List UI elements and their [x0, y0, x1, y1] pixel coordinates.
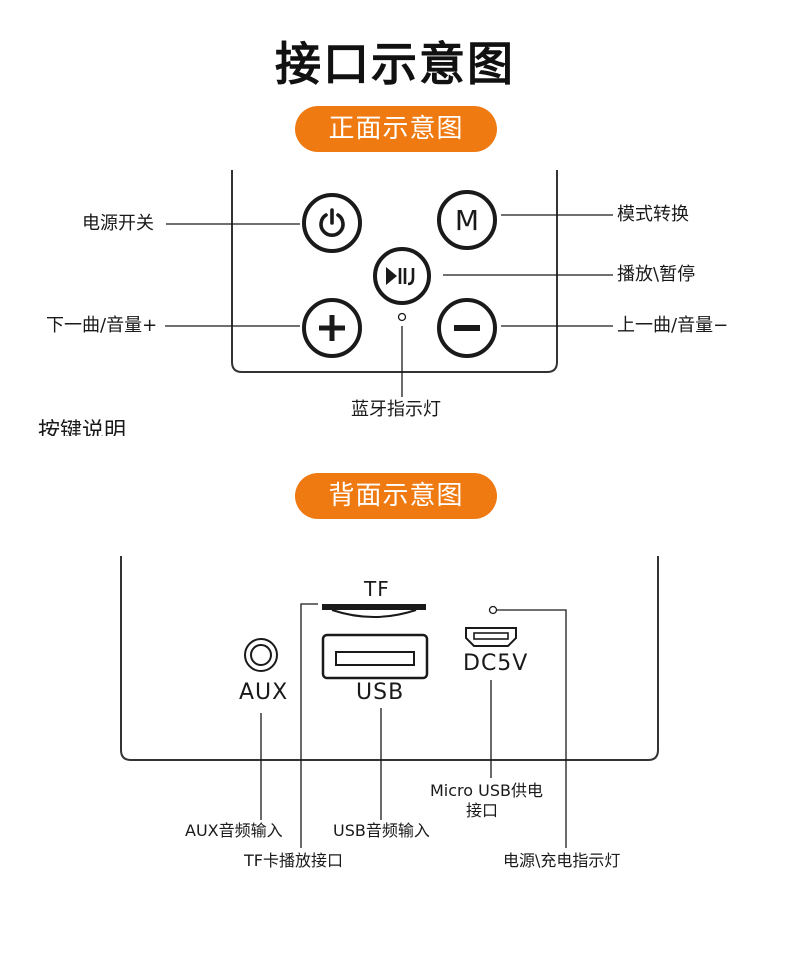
plus-icon	[319, 315, 345, 341]
label-power: 电源开关	[82, 213, 154, 234]
aux-jack-inner	[250, 644, 272, 666]
tf-text: TF	[364, 577, 390, 601]
minus-icon	[454, 325, 480, 331]
label-micro-usb-line1: Micro USB供电	[430, 781, 543, 800]
power-button	[302, 193, 362, 253]
label-usb-input: USB音频输入	[333, 821, 430, 840]
label-aux-input: AUX音频输入	[185, 821, 283, 840]
label-power-led: 电源\充电指示灯	[503, 851, 621, 870]
power-icon	[319, 208, 345, 237]
label-micro-usb-line2: 接口	[466, 801, 499, 820]
label-prev-vol-down: 上一曲/音量−	[617, 315, 729, 336]
back-device-outline	[120, 556, 659, 761]
label-tf-port: TF卡播放接口	[244, 851, 343, 870]
play-pause-icon	[386, 267, 415, 286]
leader-tf	[300, 603, 318, 848]
volume-up-button	[302, 298, 362, 358]
back-heading: 背面示意图	[295, 473, 497, 519]
play-pause-button	[373, 247, 431, 305]
power-led	[488, 605, 498, 615]
label-mode: 模式转换	[617, 204, 689, 225]
section-subtitle-cut: 按键说明	[38, 419, 127, 436]
bt-led	[397, 312, 407, 322]
volume-down-button	[437, 298, 497, 358]
aux-text: AUX	[239, 680, 289, 705]
usb-text: USB	[356, 680, 405, 705]
front-heading: 正面示意图	[295, 106, 497, 152]
tf-slot-curve	[331, 609, 417, 618]
page-title: 接口示意图	[275, 37, 515, 91]
leader-power-led	[497, 609, 567, 848]
mode-icon: M	[454, 203, 480, 237]
dc-text: DC5V	[463, 651, 529, 676]
label-play-pause: 播放\暂停	[617, 264, 696, 285]
label-next-vol-up: 下一曲/音量+	[46, 315, 158, 336]
usb-port-tongue	[335, 651, 415, 666]
mode-button: M	[437, 190, 497, 250]
label-bluetooth-led: 蓝牙指示灯	[351, 399, 441, 420]
front-device-outline	[231, 170, 558, 373]
tf-slot-bar	[322, 604, 426, 610]
